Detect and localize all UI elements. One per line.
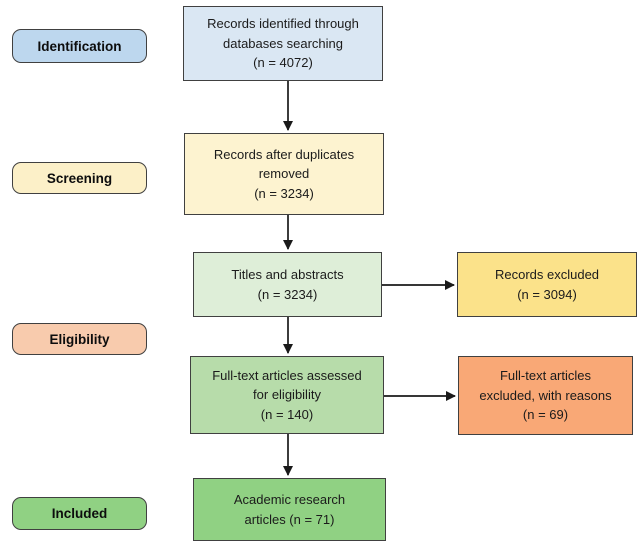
flow-box-duplicates-removed: Records after duplicates removed (n = 32… xyxy=(184,133,384,215)
stage-label-screening: Screening xyxy=(12,162,147,194)
stage-label-identification: Identification xyxy=(12,29,147,63)
flow-box-titles-abstracts: Titles and abstracts (n = 3234) xyxy=(193,252,382,317)
flow-box-records-identified: Records identified through databases sea… xyxy=(183,6,383,81)
flow-box-fulltext-excluded: Full-text articles excluded, with reason… xyxy=(458,356,633,435)
stage-label-included: Included xyxy=(12,497,147,530)
stage-label-eligibility: Eligibility xyxy=(12,323,147,355)
flow-box-included-articles: Academic research articles (n = 71) xyxy=(193,478,386,541)
flow-box-records-excluded: Records excluded (n = 3094) xyxy=(457,252,637,317)
flow-box-fulltext-assessed: Full-text articles assessed for eligibil… xyxy=(190,356,384,434)
